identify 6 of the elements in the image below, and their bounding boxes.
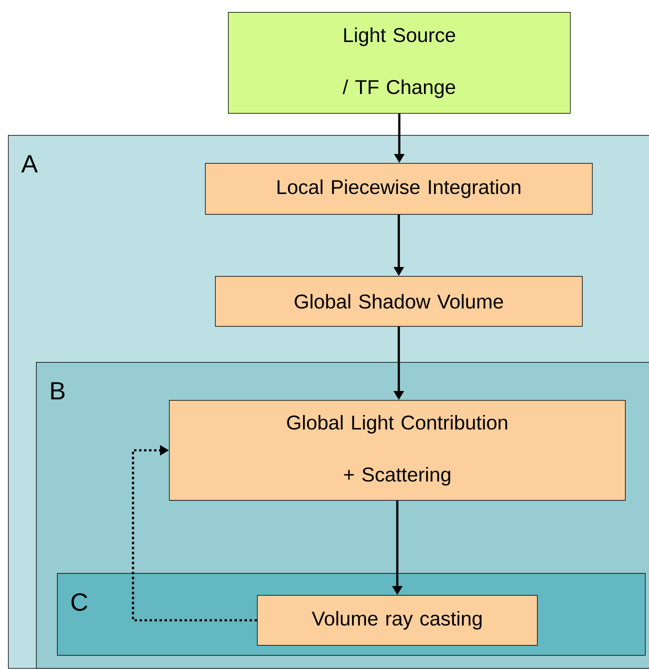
process-box: Light Source / TF Change — [228, 12, 571, 114]
process-box: Volume ray casting — [257, 595, 538, 646]
process-box: Global Shadow Volume — [215, 276, 583, 327]
process-box: Local Piecewise Integration — [205, 163, 593, 215]
arrow — [132, 444, 257, 622]
process-box: Global Light Contribution + Scattering — [169, 400, 626, 501]
